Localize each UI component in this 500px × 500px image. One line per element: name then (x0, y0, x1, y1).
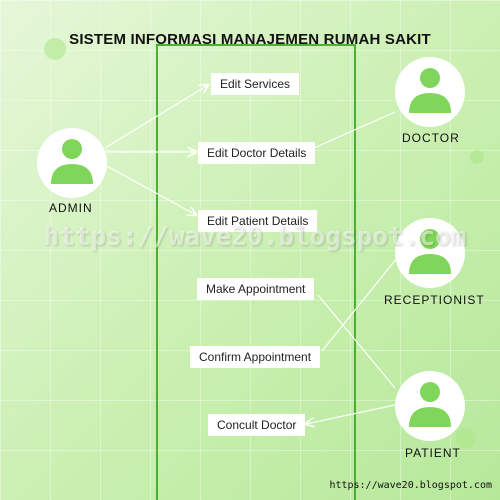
usecase-edit-doctor-details: Edit Doctor Details (198, 142, 316, 164)
assoc-admin-edit-patient-details (104, 164, 196, 215)
usecase-confirm-appointment: Confirm Appointment (190, 346, 321, 368)
assoc-receptionist-confirm-appointment (321, 257, 398, 352)
system-boundary (156, 44, 356, 500)
person-icon (409, 229, 451, 274)
actor-admin (37, 128, 107, 198)
watermark-text: https://wave20.blogspot.com (43, 222, 467, 252)
assoc-doctor-edit-doctor-details (313, 111, 396, 149)
usecase-concult-doctor: Concult Doctor (208, 414, 306, 436)
usecase-edit-services: Edit Services (211, 73, 300, 95)
usecase-make-appointment: Make Appointment (197, 278, 315, 300)
actor-patient (395, 371, 465, 441)
actor-receptionist (395, 218, 465, 288)
person-icon (409, 382, 451, 427)
usecase-edit-patient-details: Edit Patient Details (198, 210, 318, 232)
background-dot (470, 150, 484, 164)
actor-label-patient: PATIENT (405, 446, 461, 460)
diagram-title: SISTEM INFORMASI MANAJEMEN RUMAH SAKIT (69, 31, 431, 48)
background-dot (456, 428, 476, 448)
assoc-patient-make-appointment (317, 294, 396, 389)
person-icon (409, 68, 451, 113)
assoc-admin-edit-services (104, 85, 208, 149)
actor-label-doctor: DOCTOR (402, 131, 460, 145)
person-icon (51, 139, 93, 184)
background-dot (44, 38, 66, 60)
actor-label-receptionist: RECEPTIONIST (384, 293, 485, 307)
actor-doctor (395, 57, 465, 127)
assoc-patient-concult-doctor (306, 404, 396, 424)
actor-label-admin: ADMIN (49, 201, 93, 215)
footer-url: https://wave20.blogspot.com (329, 480, 492, 491)
